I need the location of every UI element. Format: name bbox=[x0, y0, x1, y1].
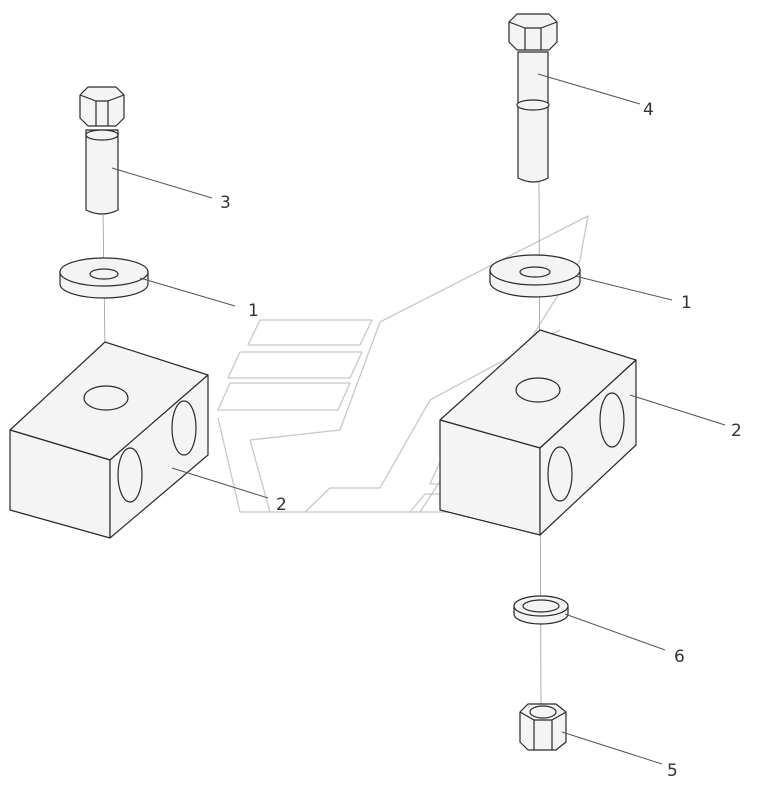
leader-block-right bbox=[629, 394, 726, 426]
callout-block-right: 2 bbox=[731, 421, 742, 441]
washer-right bbox=[489, 254, 581, 298]
leader-small-washer bbox=[564, 613, 666, 651]
callout-washer-right: 1 bbox=[681, 293, 692, 313]
callout-small-washer: 6 bbox=[674, 647, 685, 667]
hex-nut bbox=[519, 703, 567, 751]
callout-block-left: 2 bbox=[276, 495, 287, 515]
callout-bolt-long: 4 bbox=[643, 100, 654, 120]
leader-block-left bbox=[171, 467, 269, 499]
leader-bolt-short bbox=[111, 167, 213, 199]
leader-bolt-long bbox=[537, 73, 641, 105]
callout-nut: 5 bbox=[667, 761, 678, 781]
block-right bbox=[439, 329, 637, 536]
leader-washer-left bbox=[139, 277, 236, 307]
bolt-short bbox=[79, 86, 125, 215]
washer-left bbox=[59, 257, 149, 299]
leader-nut bbox=[561, 731, 663, 765]
small-washer bbox=[513, 595, 569, 625]
callout-bolt-short: 3 bbox=[220, 193, 231, 213]
leader-washer-right bbox=[574, 275, 673, 301]
block-left bbox=[9, 341, 209, 539]
callout-washer-left: 1 bbox=[248, 301, 259, 321]
bolt-long bbox=[508, 13, 558, 183]
